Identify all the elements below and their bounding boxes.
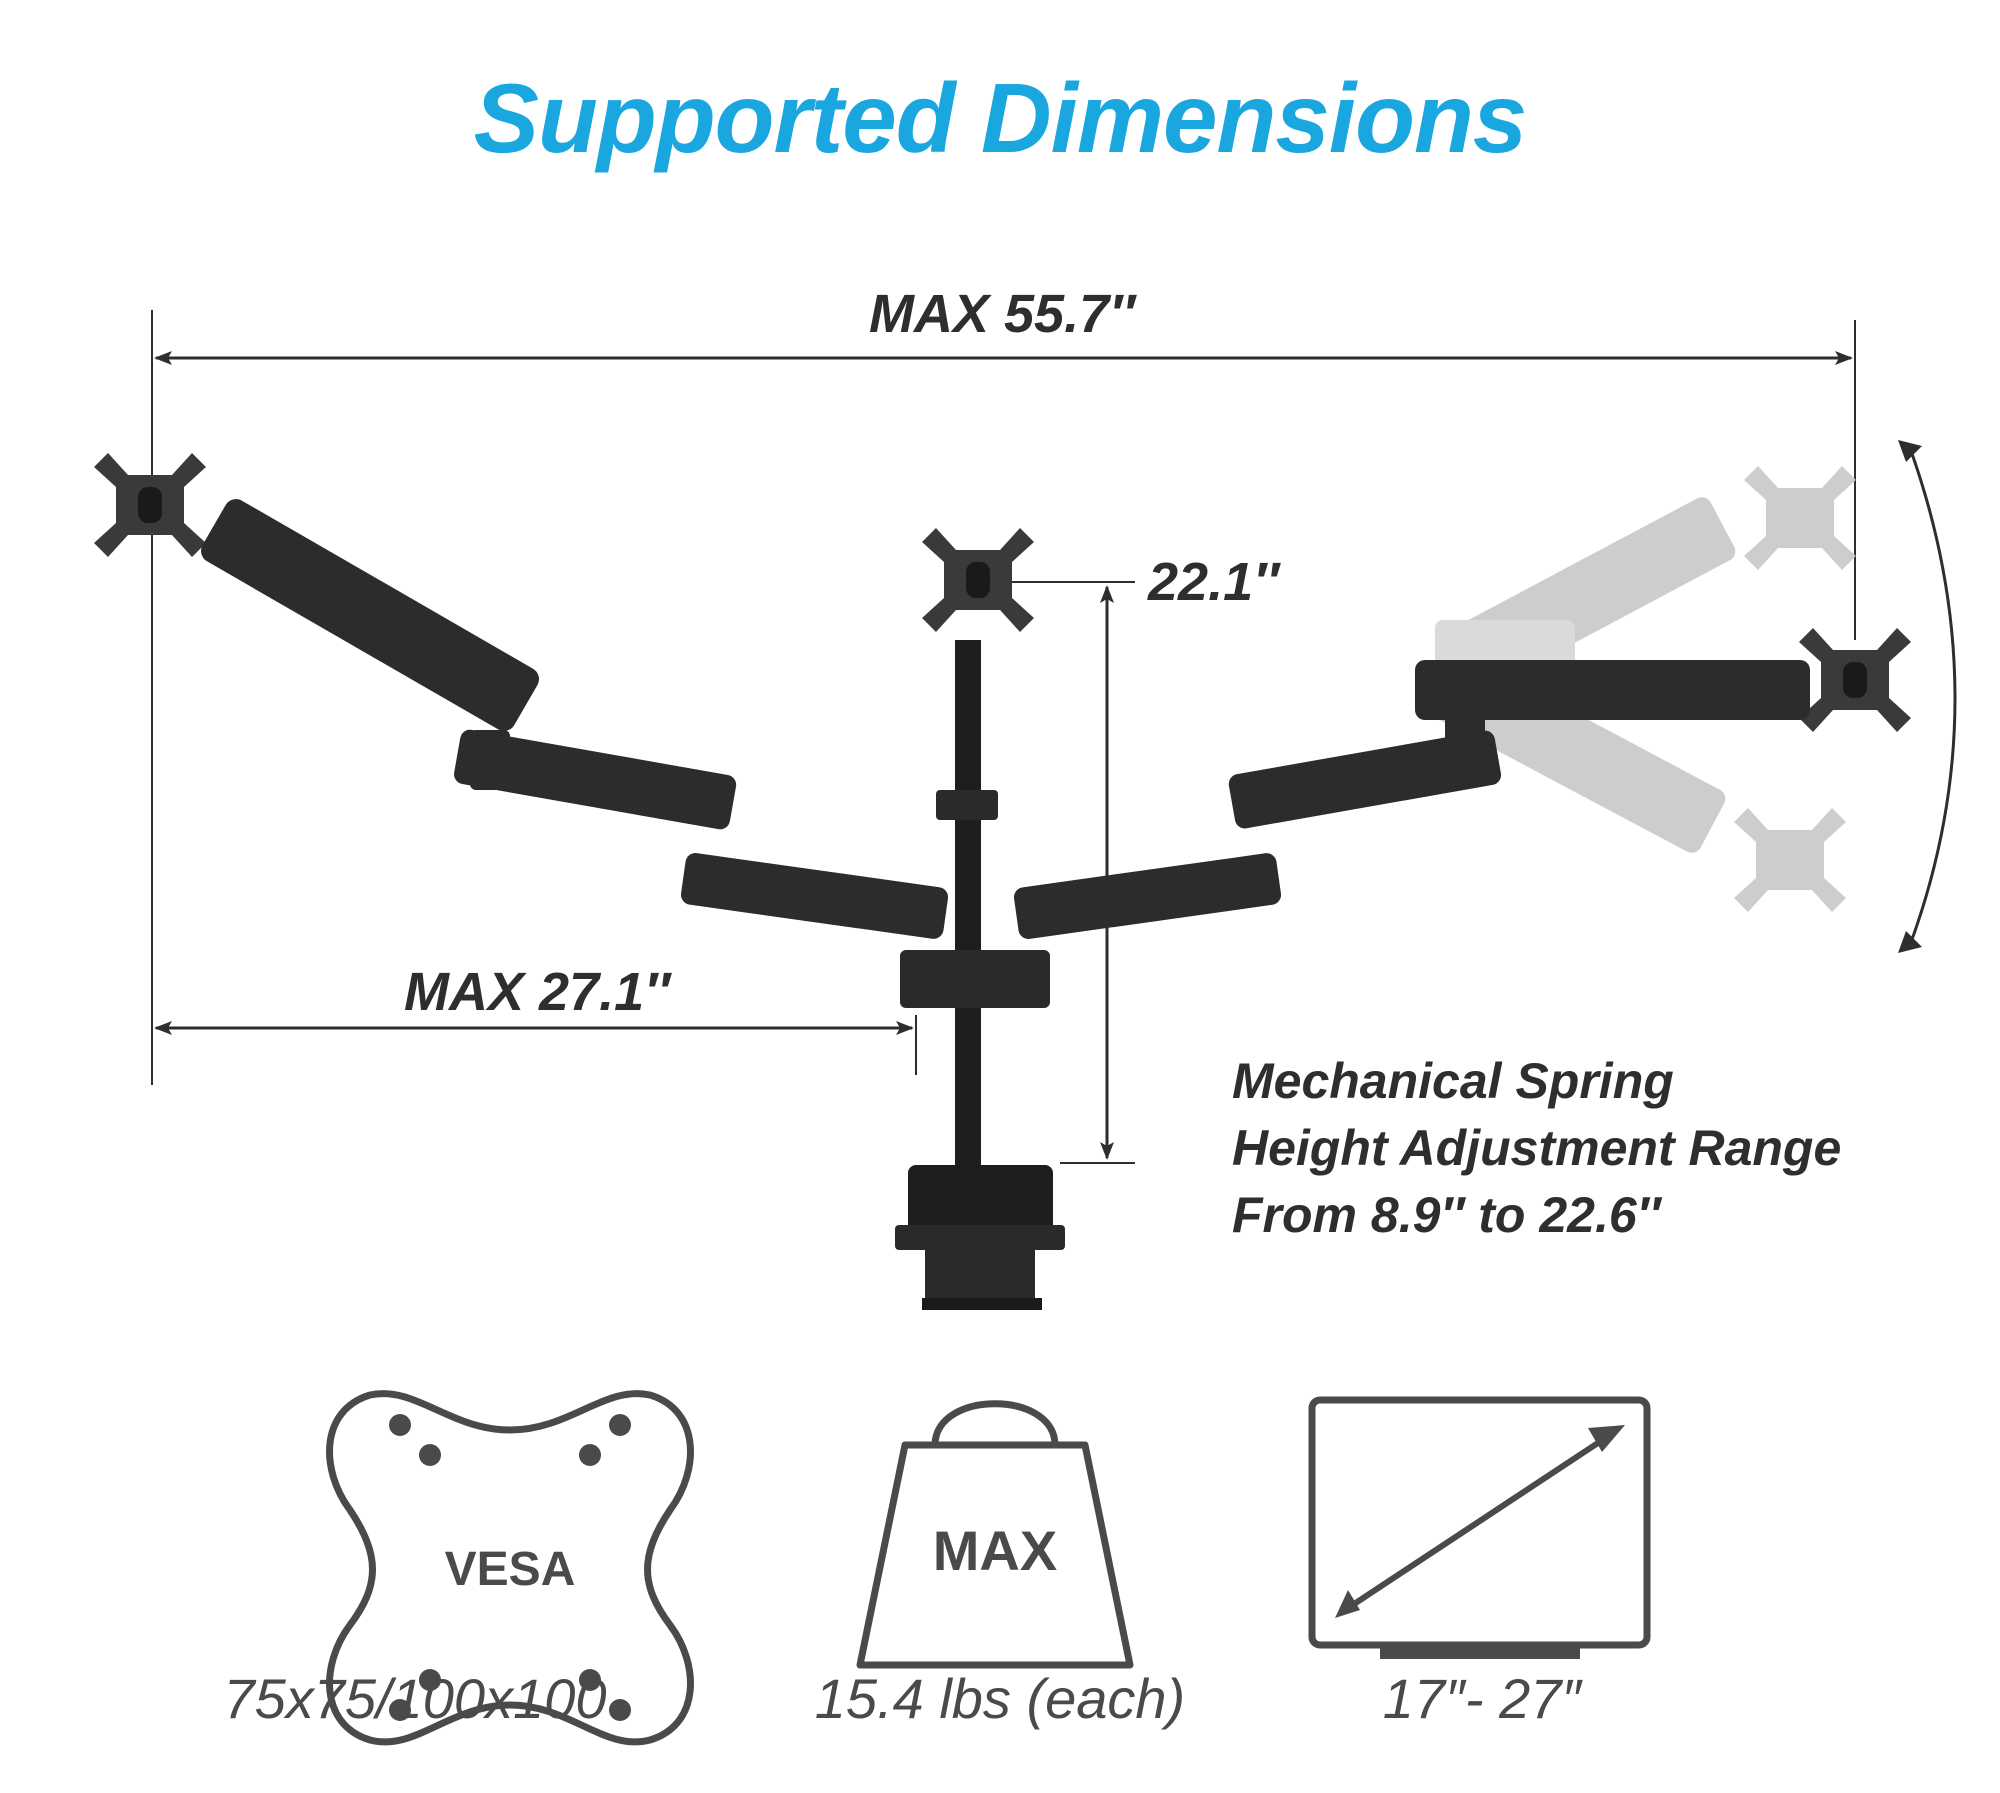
pole-height-dimension bbox=[990, 581, 1135, 1164]
right-arm bbox=[1013, 628, 1911, 939]
pole-height-label: 22.1″ bbox=[1147, 552, 1281, 612]
spring-note-line3: From 8.9″ to 22.6″ bbox=[1232, 1187, 1663, 1243]
mount-pole bbox=[895, 640, 1065, 1310]
page-title: Supported Dimensions bbox=[473, 63, 1528, 173]
tilt-arc bbox=[1898, 440, 1957, 953]
weight-icon-word: MAX bbox=[933, 1519, 1057, 1582]
arm-reach-label: MAX 27.1″ bbox=[404, 962, 672, 1022]
left-arm bbox=[94, 453, 949, 939]
arm-reach-dimension bbox=[154, 1015, 917, 1075]
screen-size-label: 17″- 27″ bbox=[1383, 1667, 1584, 1730]
center-vesa-plate bbox=[922, 528, 1034, 632]
vesa-icon-word: VESA bbox=[445, 1543, 576, 1596]
weight-icon bbox=[856, 1400, 1134, 1669]
spring-note-line2: Height Adjustment Range bbox=[1232, 1120, 1841, 1176]
screen-size-icon bbox=[1308, 1396, 1651, 1659]
vesa-icon bbox=[326, 1390, 694, 1746]
total-width-label: MAX 55.7″ bbox=[869, 284, 1137, 344]
spring-note-line1: Mechanical Spring bbox=[1232, 1053, 1674, 1109]
weight-spec-label: 15.4 lbs (each) bbox=[815, 1667, 1185, 1730]
vesa-spec-label: 75x75/100x100 bbox=[223, 1667, 606, 1730]
